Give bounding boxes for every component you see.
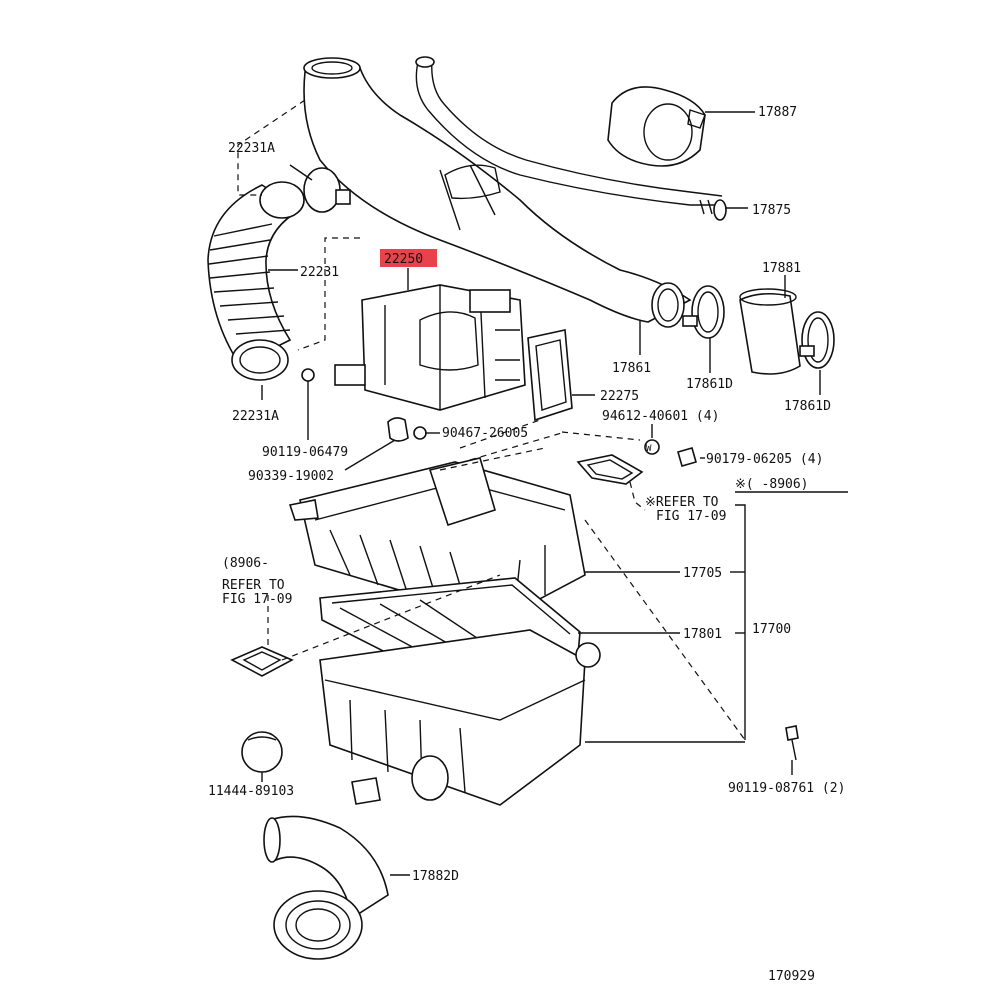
clamp-22231A-top — [303, 167, 351, 213]
label-17887: 17887 — [758, 105, 797, 120]
label-17861D-left: 17861D — [686, 377, 733, 392]
band-clamp-17887 — [607, 86, 706, 167]
hose-clamps-17861D — [682, 285, 835, 369]
label-90179-06205: 90179-06205 (4) — [706, 452, 823, 467]
bolt-90119-08761 — [785, 725, 799, 761]
intake-hose-17861 — [303, 57, 692, 328]
label-22275: 22275 — [600, 389, 639, 404]
label-refer-left-line2: FIG 17-09 — [222, 592, 292, 607]
corrugated-hose-22231 — [207, 181, 305, 381]
gasket-fig17-09-left — [230, 646, 294, 677]
gasket-fig17-09-right — [576, 454, 644, 485]
label-94612-40601: 94612-40601 (4) — [602, 409, 719, 424]
label-90467-26005: 90467-26005 — [442, 426, 528, 441]
diagram-number: 170929 — [768, 969, 815, 984]
label-17875: 17875 — [752, 203, 791, 218]
label-17705: 17705 — [683, 566, 722, 581]
air-cleaner-case-17700 — [319, 629, 601, 806]
label-refer-right-line1: ※REFER TO — [645, 495, 719, 510]
label-17861: 17861 — [612, 361, 651, 376]
label-17881: 17881 — [762, 261, 801, 276]
label-11444-89103: 11444-89103 — [208, 784, 294, 799]
air-flow-meter-22250 — [334, 284, 526, 411]
bolt-90119-06479 — [301, 368, 315, 405]
leader-lines — [237, 99, 848, 876]
svg-text:W: W — [646, 444, 652, 454]
label-90339-19002: 90339-19002 — [248, 469, 334, 484]
label-date-range: ※( -8906) — [735, 477, 809, 492]
plug-11444-89103 — [241, 731, 283, 773]
label-22250: 22250 — [384, 252, 423, 267]
label-90119-06479: 90119-06479 — [262, 445, 348, 460]
label-22231A-bottom: 22231A — [232, 409, 279, 424]
gasket-22275 — [527, 329, 573, 422]
label-17801: 17801 — [683, 627, 722, 642]
label-refer-right-line2: FIG 17-09 — [656, 509, 726, 524]
elbow-hose-17882D — [263, 815, 389, 960]
nut-94612-40601: W — [644, 439, 660, 455]
clip-90179-06205 — [677, 447, 697, 467]
label-17861D-right: 17861D — [784, 399, 831, 414]
label-90119-08761: 90119-08761 (2) — [728, 781, 845, 796]
label-refer-left-line1: REFER TO — [222, 578, 285, 593]
label-22231A-top: 22231A — [228, 141, 275, 156]
breather-hose-17875 — [415, 56, 727, 221]
sleeve-17881 — [739, 288, 801, 375]
label-17700: 17700 — [752, 622, 791, 637]
label-refer-left-line0: (8906- — [222, 556, 269, 571]
label-22231: 22231 — [300, 265, 339, 280]
highlight-22250 — [380, 249, 437, 267]
clip-90467-26005 — [413, 426, 427, 440]
label-17882D: 17882D — [412, 869, 459, 884]
grommet-90339-19002 — [387, 417, 409, 442]
